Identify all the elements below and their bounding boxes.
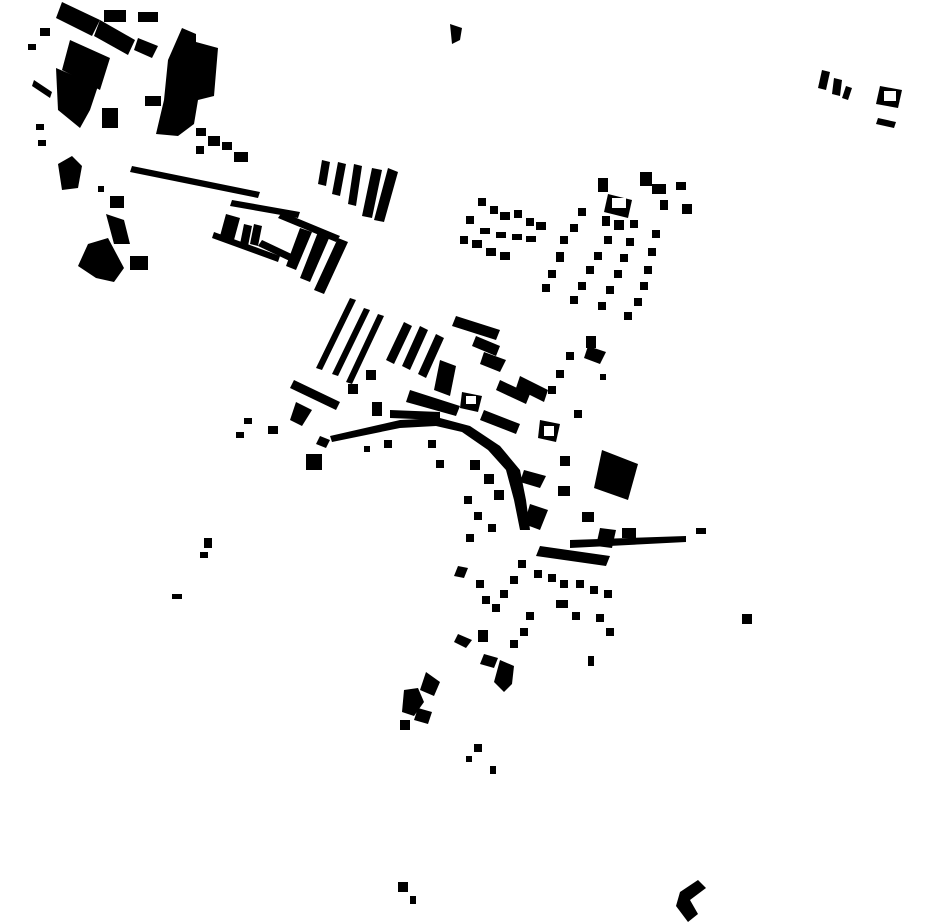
northeast-residential (460, 172, 692, 320)
east-isolated-buildings (696, 70, 902, 624)
south-residential (454, 560, 614, 692)
north-residential-rows (130, 24, 462, 294)
south-outlying-buildings (398, 672, 706, 922)
central-west-residential (172, 298, 444, 599)
town-center (330, 316, 686, 566)
northwest-industrial-cluster (28, 2, 218, 282)
